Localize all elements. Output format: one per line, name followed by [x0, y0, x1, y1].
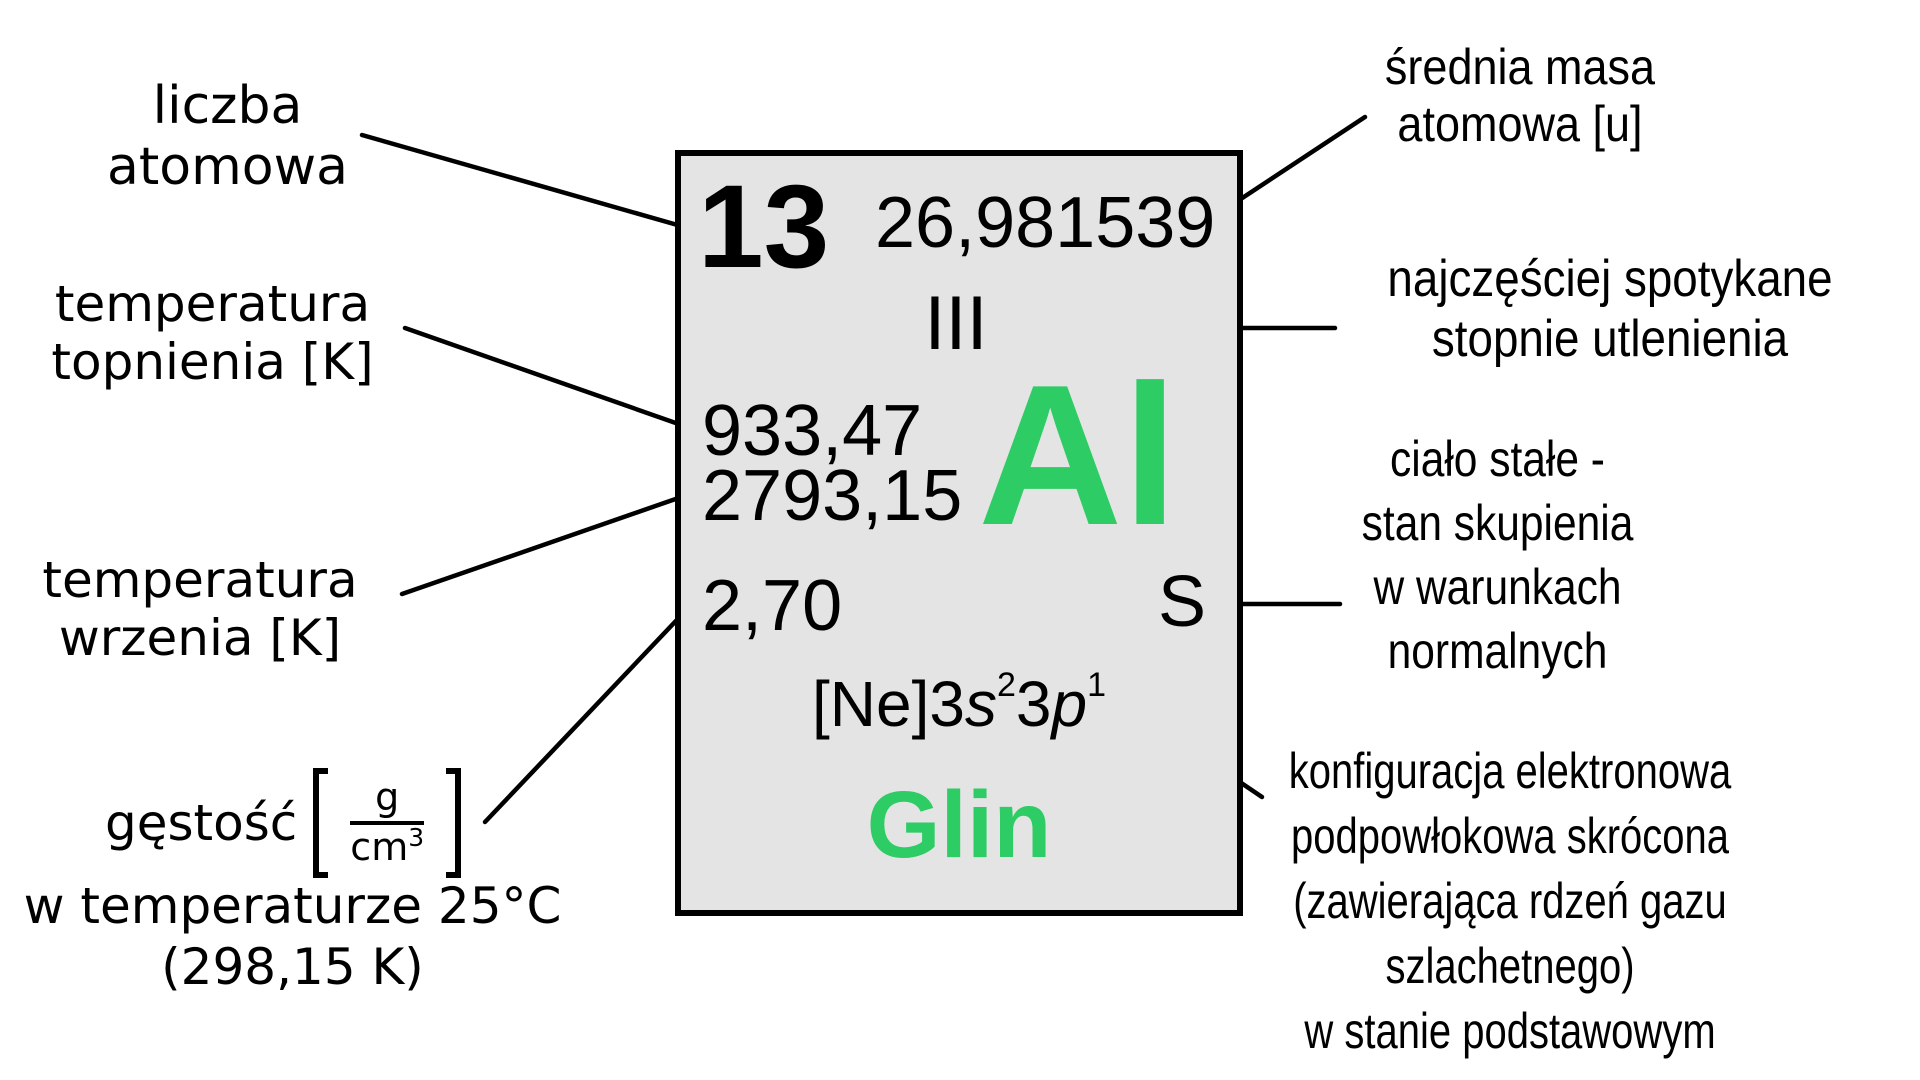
label-config-line1: konfiguracja elektronowa: [1288, 743, 1732, 799]
connector-boiling-point: [399, 491, 693, 597]
label-density-condition-line2: (298,15 K): [161, 938, 424, 996]
label-state-line3: w warunkach: [1373, 559, 1622, 615]
state-symbol: S: [1158, 562, 1207, 642]
econfig-core: [Ne]3: [812, 668, 965, 740]
atomic-number-value: 13: [698, 161, 830, 293]
label-oxidation-states: najczęściej spotykane stopnie utlenienia: [1346, 249, 1874, 369]
density-unit-exponent: 3: [408, 823, 425, 852]
label-state-line4: normalnych: [1387, 623, 1608, 679]
element-symbol: Al: [978, 344, 1178, 567]
econfig-p-electrons: 1: [1087, 666, 1106, 704]
econfig-second-subshell: 3: [1015, 668, 1052, 740]
label-atomic-mass-line1: średnia masa: [1384, 39, 1656, 95]
connector-melting-point: [402, 325, 693, 431]
density-value: 2,70: [702, 566, 843, 646]
label-state-line1: ciało stałe -: [1390, 431, 1605, 487]
label-density-condition-line1: w temperaturze 25°C: [23, 877, 562, 935]
label-oxidation-line1: najczęściej spotykane: [1387, 250, 1833, 308]
econfig-p-orbital: p: [1051, 668, 1088, 740]
label-config-line3: (zawierająca rdzeń gazu: [1293, 873, 1727, 929]
melting-point-value: 933,47: [702, 391, 923, 471]
connector-atomic-number: [359, 132, 691, 231]
label-config-line5: w stanie podstawowym: [1304, 1003, 1716, 1059]
density-unit-numerator: g: [375, 775, 400, 820]
econfig-s-electrons: 2: [996, 666, 1016, 704]
label-oxidation-line2: stopnie utlenienia: [1431, 310, 1789, 368]
density-unit-denominator: cm3: [350, 825, 424, 869]
connector-density: [482, 601, 695, 825]
label-melting-line2: topnienia [K]: [51, 333, 374, 391]
density-unit-fraction: g cm3: [344, 775, 430, 869]
label-boiling-line1: temperatura: [42, 551, 358, 609]
label-config-line2: podpowłokowa skrócona: [1290, 808, 1730, 864]
element-card: [675, 150, 1243, 916]
label-boiling-point: temperatura wrzenia [K]: [5, 551, 395, 667]
left-bracket-shape: [313, 768, 329, 878]
label-atomic-mass: średnia masa atomowa [u]: [1336, 39, 1705, 153]
right-bracket-shape: [446, 768, 462, 878]
label-melting-point: temperatura topnienia [K]: [15, 275, 410, 391]
fraction-bar: [350, 821, 425, 825]
label-density: gęstość g cm3: [105, 768, 462, 878]
label-boiling-line2: wrzenia [K]: [58, 609, 342, 667]
label-atomic-mass-line2: atomowa [u]: [1397, 96, 1643, 152]
element-name: Glin: [866, 772, 1052, 878]
electron-configuration-value: [Ne]3s23p1: [695, 668, 1223, 736]
label-physical-state: ciało stałe - stan skupienia w warunkach…: [1330, 427, 1666, 683]
density-unit-cm: cm: [350, 825, 409, 869]
label-atomic-number-line1: liczba: [152, 76, 303, 136]
boiling-point-value: 2793,15: [702, 456, 963, 536]
label-electron-configuration: konfiguracja elektronowa podpowłokowa sk…: [1274, 739, 1746, 1064]
atomic-mass-value: 26,981539: [875, 183, 1216, 263]
label-density-condition: w temperaturze 25°C (298,15 K): [0, 876, 585, 998]
label-atomic-number: liczba atomowa: [45, 76, 410, 198]
label-melting-line1: temperatura: [54, 275, 371, 333]
econfig-s-orbital: s: [964, 668, 997, 740]
label-atomic-number-line2: atomowa: [107, 137, 348, 197]
oxidation-states-value: III: [924, 281, 988, 366]
label-state-line2: stan skupienia: [1361, 495, 1634, 551]
label-config-line4: szlachetnego): [1385, 938, 1635, 994]
label-density-term: gęstość: [105, 794, 298, 852]
